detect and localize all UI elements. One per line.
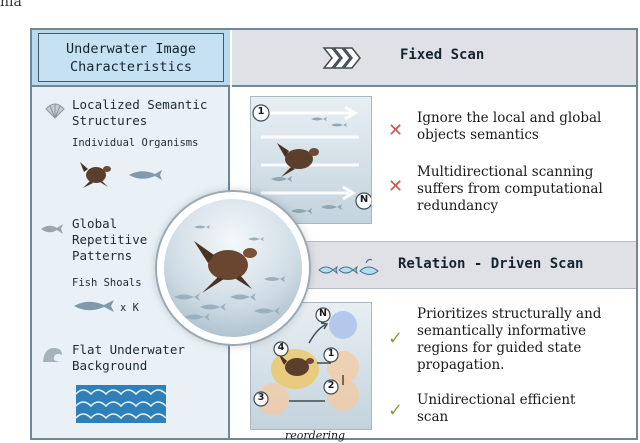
chevrons-icon <box>322 46 362 70</box>
repetitive-patterns-label: Global Repetitive Patterns <box>72 216 147 264</box>
scan-start-label: 1 <box>257 106 265 117</box>
top-text-fragment: nia <box>0 0 22 10</box>
cross-icon: ✕ <box>388 122 403 140</box>
wave-icon <box>42 344 66 364</box>
diagram-frame: Underwater Image Characteristics Localiz… <box>30 28 638 440</box>
fish-group-icon <box>318 256 384 278</box>
multiplier-label: x K <box>120 302 139 315</box>
reordering-caption: reordering <box>285 429 345 442</box>
turtle-figure <box>194 241 257 293</box>
relation-scan-point-2: Unidirectional efficient scan <box>417 392 575 426</box>
flat-background-label: Flat Underwater Background <box>72 342 185 374</box>
turtle-icon <box>78 160 114 190</box>
relation-scan-point-1: Prioritizes structurally and semanticall… <box>417 306 601 374</box>
fixed-scan-point-1: Ignore the local and global objects sema… <box>417 110 601 144</box>
characteristics-title: Underwater Image Characteristics <box>38 33 224 82</box>
single-fish-icon <box>127 168 163 182</box>
scan-end-label: N <box>359 194 369 205</box>
fixed-scan-point-2: Multidirectional scanning suffers from c… <box>417 164 603 215</box>
wave-pattern-icon <box>76 385 166 423</box>
shell-icon <box>44 101 66 119</box>
order-label-1: 1 <box>325 348 337 359</box>
cross-icon: ✕ <box>388 178 403 196</box>
fish-shoals-label: Fish Shoals <box>72 277 142 290</box>
check-icon: ✓ <box>388 330 403 348</box>
relation-scan-title: Relation - Driven Scan <box>398 256 583 272</box>
turtle-figure <box>277 143 319 177</box>
order-label-n: N <box>317 308 329 319</box>
fixed-scan-title: Fixed Scan <box>400 47 484 63</box>
order-label-4: 4 <box>275 342 287 353</box>
check-icon: ✓ <box>388 402 403 420</box>
fixed-scan-header: Fixed Scan <box>232 30 636 87</box>
fish-icon <box>40 223 64 235</box>
individual-organisms-label: Individual Organisms <box>72 137 198 150</box>
underwater-circle-image <box>157 192 309 344</box>
order-label-3: 3 <box>255 392 267 403</box>
turtle-and-shoal-illustration <box>164 199 302 337</box>
shoal-fish-icon <box>72 298 116 314</box>
localized-structures-label: Localized Semantic Structures <box>72 97 207 129</box>
order-label-2: 2 <box>325 380 337 391</box>
characteristics-header: Underwater Image Characteristics <box>32 30 230 87</box>
